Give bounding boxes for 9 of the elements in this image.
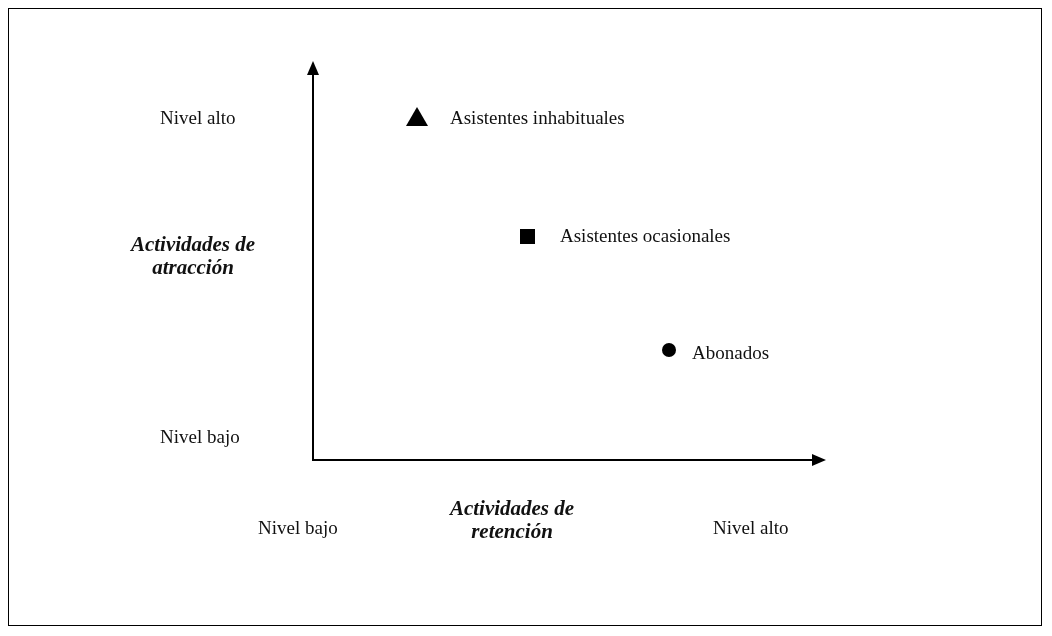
point-label: Asistentes ocasionales — [560, 225, 731, 247]
level-label: Nivel bajo — [160, 426, 240, 448]
level-label: Nivel alto — [713, 517, 789, 539]
point-label: Asistentes inhabituales — [450, 107, 625, 129]
axis-title: Actividades de retención — [448, 497, 576, 543]
level-label: Nivel bajo — [258, 517, 338, 539]
level-label: Nivel alto — [160, 107, 236, 129]
point-label: Abonados — [692, 342, 770, 364]
axis-title: Actividades de atracción — [129, 233, 257, 279]
